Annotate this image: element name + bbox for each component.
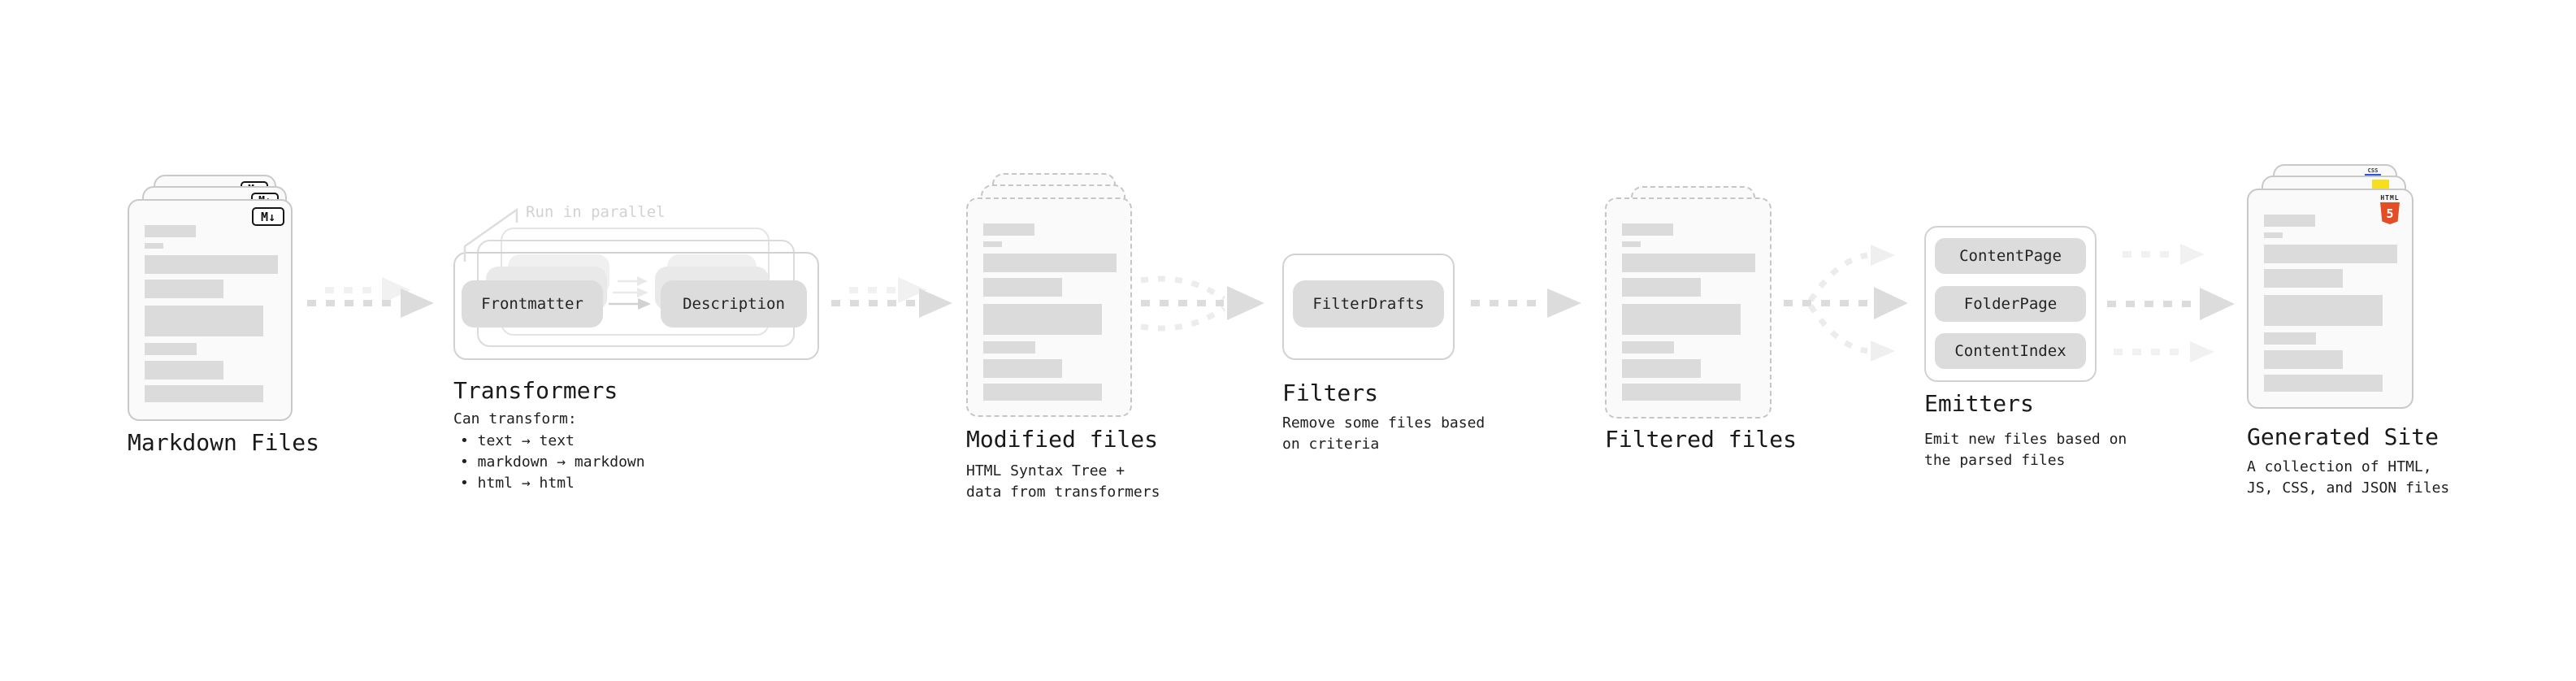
arrow-modified-to-filters <box>1140 275 1264 332</box>
text-placeholder-bar <box>983 304 1102 335</box>
text-placeholder-bar <box>145 361 223 380</box>
doc-content-placeholder <box>983 223 1122 407</box>
stage-title-modified-files: Modified files <box>966 426 1159 453</box>
transformers-bullet: • html → html <box>460 475 575 492</box>
arrow-emitters-to-generated <box>2107 244 2235 362</box>
text-placeholder-bar <box>983 241 1002 247</box>
arrow-transformers-to-modified <box>831 277 952 318</box>
stage-title-filters: Filters <box>1282 380 1379 406</box>
modified-desc-line: data from transformers <box>966 484 1160 501</box>
text-placeholder-bar <box>2264 350 2343 369</box>
text-placeholder-bar <box>2264 375 2383 392</box>
filtered-file-card-front <box>1605 197 1772 419</box>
contentindex-pill: ContentIndex <box>1935 333 2086 369</box>
modified-desc-line: HTML Syntax Tree + <box>966 462 1125 479</box>
modified-file-card-front <box>966 197 1132 417</box>
text-placeholder-bar <box>1622 359 1701 378</box>
frontmatter-pill: Frontmatter <box>462 280 603 327</box>
run-in-parallel-annotation: Run in parallel <box>526 203 666 221</box>
stage-title-markdown-files: Markdown Files <box>128 429 320 456</box>
filters-box <box>1282 254 1455 360</box>
text-placeholder-bar <box>983 341 1035 354</box>
arrow-markdown-to-transformers <box>307 277 434 318</box>
text-placeholder-bar <box>145 385 263 402</box>
css-icon: CSS <box>2365 167 2381 176</box>
text-placeholder-bar <box>2264 269 2343 288</box>
doc-content-placeholder <box>1622 223 1762 409</box>
text-placeholder-bar <box>1622 254 1755 272</box>
text-placeholder-bar <box>145 255 278 274</box>
stage-title-transformers: Transformers <box>453 377 618 404</box>
text-placeholder-bar <box>1622 241 1641 247</box>
text-placeholder-bar <box>983 359 1062 378</box>
stage-title-emitters: Emitters <box>1924 390 2034 417</box>
text-placeholder-bar <box>2264 295 2383 326</box>
doc-content-placeholder <box>2264 215 2404 399</box>
js-icon <box>2372 180 2389 189</box>
text-placeholder-bar <box>145 343 197 355</box>
stage-title-generated-site: Generated Site <box>2247 423 2439 450</box>
transformer-layer-front <box>453 252 819 360</box>
arrow-filtered-to-emitters <box>1784 245 1908 362</box>
html5-icon: HTML 5 <box>2378 194 2402 224</box>
filterdrafts-pill: FilterDrafts <box>1293 280 1444 327</box>
text-placeholder-bar <box>2264 332 2316 345</box>
emitters-box <box>1924 226 2097 382</box>
text-placeholder-bar <box>1622 278 1701 297</box>
arrow-filters-to-filtered <box>1471 288 1581 318</box>
transformers-bullet: • markdown → markdown <box>460 453 645 471</box>
generated-file-card-front: HTML 5 <box>2247 189 2413 409</box>
filters-desc-line: on criteria <box>1282 436 1380 453</box>
description-pill: Description <box>661 280 807 327</box>
text-placeholder-bar <box>2264 232 2283 238</box>
text-placeholder-bar <box>145 306 263 336</box>
text-placeholder-bar <box>145 280 223 298</box>
markdown-file-card-front: M↓ <box>128 199 293 421</box>
text-placeholder-bar <box>145 225 196 237</box>
text-placeholder-bar <box>983 278 1062 297</box>
folderpage-pill: FolderPage <box>1935 286 2086 322</box>
text-placeholder-bar <box>1622 223 1673 236</box>
text-placeholder-bar <box>1622 341 1674 354</box>
transformers-bullet: • text → text <box>460 432 575 449</box>
stage-title-filtered-files: Filtered files <box>1605 426 1798 453</box>
text-placeholder-bar <box>983 223 1034 236</box>
generated-desc-line: JS, CSS, and JSON files <box>2247 479 2450 497</box>
text-placeholder-bar <box>1622 384 1741 401</box>
contentpage-pill: ContentPage <box>1935 238 2086 274</box>
text-placeholder-bar <box>145 243 163 249</box>
doc-content-placeholder <box>145 225 283 411</box>
filters-desc-line: Remove some files based <box>1282 414 1485 432</box>
generated-desc-line: A collection of HTML, <box>2247 458 2432 475</box>
emitters-desc-line: the parsed files <box>1924 452 2066 469</box>
text-placeholder-bar <box>2264 215 2315 227</box>
transformers-desc-heading: Can transform: <box>453 410 577 427</box>
text-placeholder-bar <box>983 254 1117 272</box>
text-placeholder-bar <box>1622 304 1741 335</box>
markdown-icon: M↓ <box>252 207 284 226</box>
emitters-desc-line: Emit new files based on <box>1924 431 2127 448</box>
text-placeholder-bar <box>2264 245 2397 263</box>
text-placeholder-bar <box>983 384 1102 401</box>
